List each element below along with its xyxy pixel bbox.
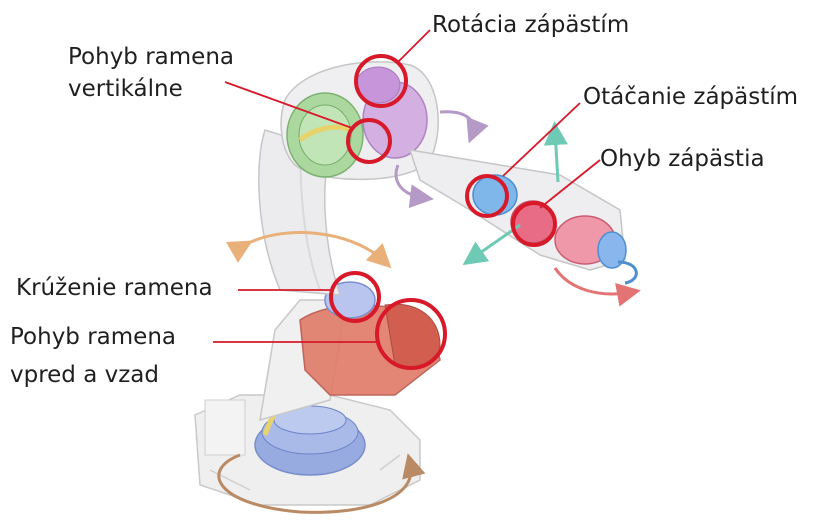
label-wrist-turning: Otáčanie zápästím bbox=[583, 82, 798, 112]
label-wrist-rotation: Rotácia zápästím bbox=[432, 10, 629, 40]
label-arm-forward-line1: Pohyb ramena bbox=[10, 322, 176, 352]
label-arm-circling: Krúženie ramena bbox=[16, 273, 213, 303]
label-arm-vertical-line1: Pohyb ramena bbox=[68, 42, 234, 72]
label-arm-forward-line2: vpred a vzad bbox=[10, 360, 159, 390]
label-arm-vertical-line2: vertikálne bbox=[68, 74, 183, 104]
label-wrist-bend: Ohyb zápästia bbox=[600, 144, 765, 174]
